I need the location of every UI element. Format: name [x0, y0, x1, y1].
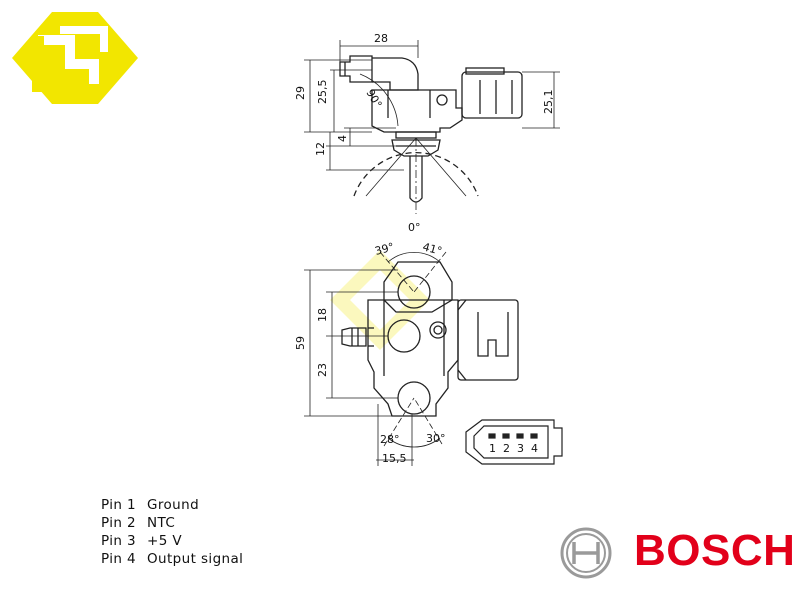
- pin-signal: +5 V: [147, 533, 183, 549]
- bosch-armature-icon: [560, 527, 612, 579]
- pin-signal: Ground: [147, 497, 200, 513]
- angle-30: 30°: [426, 432, 446, 445]
- pin-signal: NTC: [147, 515, 176, 531]
- connector-pinout: [465, 419, 563, 465]
- dim-stem-12: 12: [314, 142, 327, 156]
- pin-number: Pin 3: [101, 533, 137, 549]
- dim-height-59: 59: [294, 336, 307, 350]
- dim-upper-18: 18: [316, 308, 329, 322]
- connector-pin-2-label: 2: [503, 442, 510, 455]
- top-view-dimensions: [304, 40, 560, 171]
- dim-width-15-5: 15,5: [382, 452, 407, 465]
- bosch-logo-text: BOSCH: [634, 526, 796, 575]
- pin-number: Pin 2: [101, 515, 137, 531]
- angle-39: 39°: [373, 240, 395, 258]
- connector-pin-1-label: 1: [489, 442, 496, 455]
- dim-lower-23: 23: [316, 363, 329, 377]
- dim-collar-4: 4: [336, 135, 349, 142]
- angle-28: 28°: [380, 433, 400, 446]
- yellow-parts-logo-icon: [12, 12, 138, 104]
- pin-list-item: Pin 2 NTC: [101, 514, 243, 532]
- pin-list-item: Pin 1 Ground: [101, 496, 243, 514]
- pin-number: Pin 4: [101, 551, 137, 567]
- dim-width-28: 28: [374, 32, 388, 45]
- pin-list-item: Pin 3 +5 V: [101, 532, 243, 550]
- pin-signal: Output signal: [147, 551, 244, 567]
- connector-pin-3-label: 3: [517, 442, 524, 455]
- pin-number: Pin 1: [101, 497, 137, 513]
- pin-list-item: Pin 4 Output signal: [101, 550, 243, 568]
- connector-pin-4-label: 4: [531, 442, 538, 455]
- front-view: [341, 261, 519, 417]
- front-view-dimensions: [304, 251, 447, 466]
- top-view: [339, 55, 523, 214]
- dim-height-25-5: 25,5: [316, 80, 329, 105]
- angle-41: 41°: [421, 240, 443, 258]
- dim-height-29: 29: [294, 86, 307, 100]
- dim-connector-25-1: 25,1: [542, 90, 555, 115]
- angle-0: 0°: [408, 221, 421, 234]
- pin-list: Pin 1 Ground Pin 2 NTC Pin 3 +5 V Pin 4 Outp…: [101, 496, 243, 568]
